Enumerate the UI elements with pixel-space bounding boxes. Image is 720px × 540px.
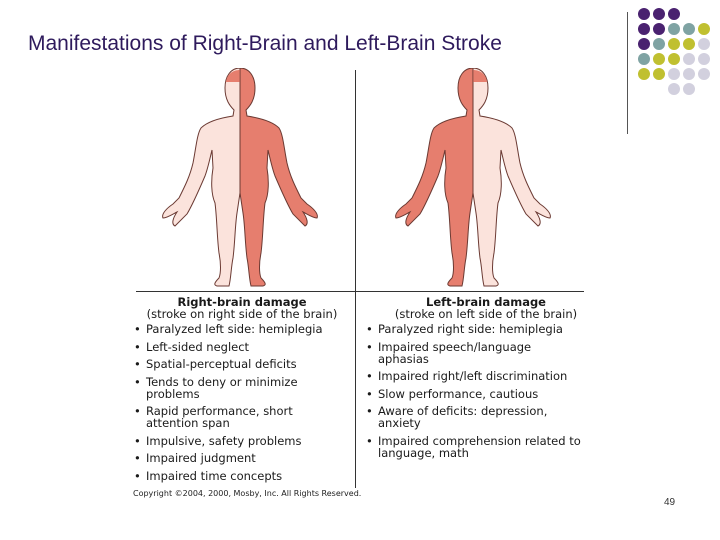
body-figure-left-side-paralysis [162,68,318,287]
left-brain-damage-column: Left-brain damage (stroke on left side o… [366,296,606,464]
decorative-dot [683,23,695,35]
decorative-dot [683,38,695,50]
body-half-viewer-left [162,68,241,287]
list-item: Paralyzed left side: hemiplegia [134,323,350,335]
slide-title: Manifestations of Right-Brain and Left-B… [28,32,502,55]
decorative-dot [638,23,650,35]
decorative-dot [638,68,650,80]
decorative-dot [683,83,695,95]
list-item: Impaired time concepts [134,470,350,482]
right-brain-subheading: (stroke on right side of the brain) [146,307,338,321]
decorative-dot [698,23,710,35]
decorative-dot [653,68,665,80]
list-item: Impaired speech/language aphasias [366,341,566,365]
body-half-viewer-left [395,68,474,287]
figure-left-brain-damage [388,68,558,288]
left-brain-heading: Left-brain damage [426,295,546,309]
list-item: Aware of deficits: depression, anxiety [366,405,576,429]
body-figure-right-side-paralysis [395,68,551,287]
decorative-dot [638,8,650,20]
decorative-dot [653,38,665,50]
affected-brain-hemisphere [226,70,240,82]
list-item: Impaired judgment [134,452,350,464]
panel-horizontal-divider [136,291,584,292]
list-item: Left-sided neglect [134,341,350,353]
decorative-dot [698,38,710,50]
copyright-notice: Copyright ©2004, 2000, Mosby, Inc. All R… [133,489,362,498]
left-brain-subheading: (stroke on left side of the brain) [394,307,578,321]
body-half-viewer-right [239,68,318,287]
panel-vertical-divider [355,70,356,488]
title-divider [627,12,628,134]
list-item: Spatial-perceptual deficits [134,358,350,370]
decorative-dot [653,23,665,35]
list-item: Rapid performance, short attention span [134,405,309,429]
decorative-dot [683,68,695,80]
decorative-dot [668,38,680,50]
figure-right-brain-damage [155,68,325,288]
decorative-dot [668,83,680,95]
right-brain-heading: Right-brain damage [177,295,307,309]
decorative-dot [698,53,710,65]
body-half-viewer-right [472,68,551,287]
list-item: Paralyzed right side: hemiplegia [366,323,606,335]
list-item: Slow performance, cautious [366,388,606,400]
decorative-dot [668,68,680,80]
right-brain-damage-column: Right-brain damage (stroke on right side… [134,296,350,487]
affected-brain-hemisphere [473,70,487,82]
list-item: Tends to deny or minimize problems [134,376,324,400]
decorative-dot [653,8,665,20]
decorative-dot [653,53,665,65]
right-brain-list: Paralyzed left side: hemiplegia Left-sid… [134,323,350,482]
list-item: Impulsive, safety problems [134,435,350,447]
list-item: Impaired comprehension related to langua… [366,435,596,459]
decorative-dot [668,8,680,20]
decorative-dot [638,38,650,50]
decorative-dot [668,23,680,35]
page-number: 49 [664,497,676,508]
decorative-dot [638,53,650,65]
decorative-dot [683,53,695,65]
decorative-dot [698,68,710,80]
list-item: Impaired right/left discrimination [366,370,606,382]
left-brain-list: Paralyzed right side: hemiplegia Impaire… [366,323,606,459]
decorative-dot [668,53,680,65]
